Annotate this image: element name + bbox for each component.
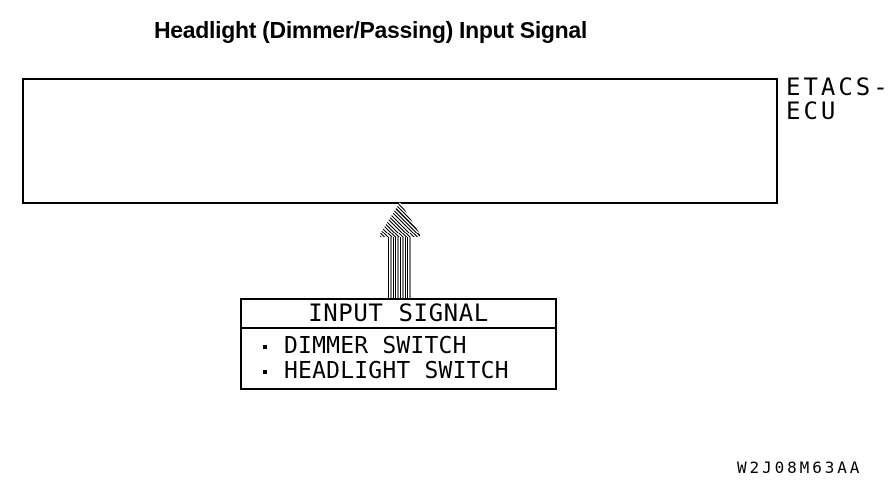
list-item-label: DIMMER SWITCH <box>284 332 467 359</box>
bullet-icon <box>263 345 267 349</box>
up-arrow-head-icon <box>380 202 420 234</box>
etacs-ecu-label-line1: ETACS- <box>786 73 891 101</box>
list-item-headlight-switch: HEADLIGHT SWITCH <box>263 357 555 384</box>
etacs-ecu-label-line2: ECU <box>786 97 839 125</box>
up-arrow-ledge <box>380 233 420 237</box>
figure-title: Headlight (Dimmer/Passing) Input Signal <box>154 17 588 43</box>
input-signal-box: INPUT SIGNAL DIMMER SWITCH HEADLIGHT SWI… <box>240 298 557 390</box>
figure-code: W2J08M63AA <box>737 458 863 477</box>
input-signal-box-header: INPUT SIGNAL <box>242 300 555 329</box>
etacs-ecu-label: ETACS- ECU <box>786 75 891 123</box>
up-arrow-shaft <box>388 237 412 298</box>
list-item-dimmer-switch: DIMMER SWITCH <box>263 332 555 359</box>
bullet-icon <box>263 370 267 374</box>
etacs-ecu-box <box>22 78 778 204</box>
input-signal-box-items: DIMMER SWITCH HEADLIGHT SWITCH <box>242 329 555 384</box>
list-item-label: HEADLIGHT SWITCH <box>284 357 509 384</box>
